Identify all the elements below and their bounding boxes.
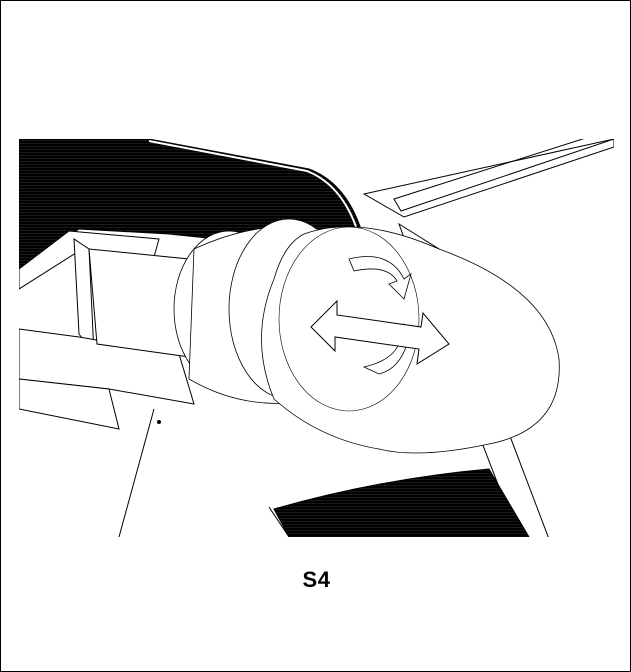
- rotation-arc-top: [348, 256, 412, 300]
- left-housing: [19, 230, 205, 430]
- figure-caption: S4: [302, 567, 331, 592]
- lower-dark-panel: [273, 468, 530, 537]
- mechanical-illustration: [19, 139, 614, 537]
- push-direction-arrow: [310, 299, 450, 365]
- illustration-svg: [19, 139, 614, 537]
- support-strut: [118, 408, 155, 537]
